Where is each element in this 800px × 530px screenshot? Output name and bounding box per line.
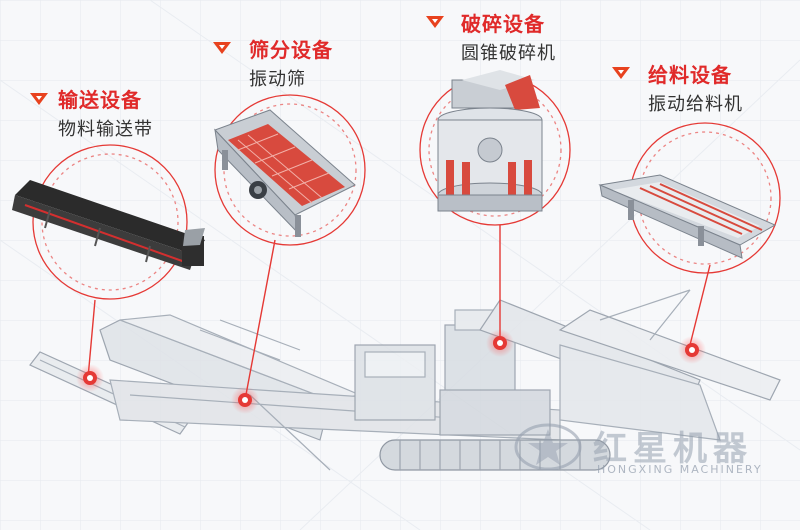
triangle-marker-icon — [612, 67, 630, 79]
brand-name-en: HONGXING MACHINERY — [597, 463, 763, 476]
triangle-marker-icon — [30, 93, 48, 105]
vibrating-feeder-image — [598, 174, 777, 259]
hotspot-markers — [76, 329, 706, 414]
brand-watermark: 红星机器 HONGXING MACHINERY — [505, 415, 795, 485]
brand-logo-icon — [514, 423, 582, 471]
vibrating-screen-image — [214, 109, 356, 237]
callout-subtitle: 振动筛 — [249, 69, 306, 90]
callout-subtitle: 物料输送带 — [58, 119, 153, 140]
cone-crusher-image — [437, 70, 543, 212]
callout-title: 输送设备 — [58, 88, 142, 112]
callout-title: 破碎设备 — [461, 12, 545, 36]
brand-name-cn: 红星机器 — [593, 429, 753, 469]
callout-title: 筛分设备 — [249, 38, 333, 62]
callout-title: 给料设备 — [648, 63, 732, 87]
connector-lines — [87, 225, 711, 401]
mobile-crusher-plant — [29, 289, 781, 471]
triangle-marker-icon — [213, 42, 231, 54]
callout-subtitle: 圆锥破碎机 — [461, 43, 556, 64]
triangle-marker-icon — [426, 16, 444, 28]
callout-subtitle: 振动给料机 — [648, 94, 743, 115]
belt-conveyor-image — [12, 180, 205, 270]
